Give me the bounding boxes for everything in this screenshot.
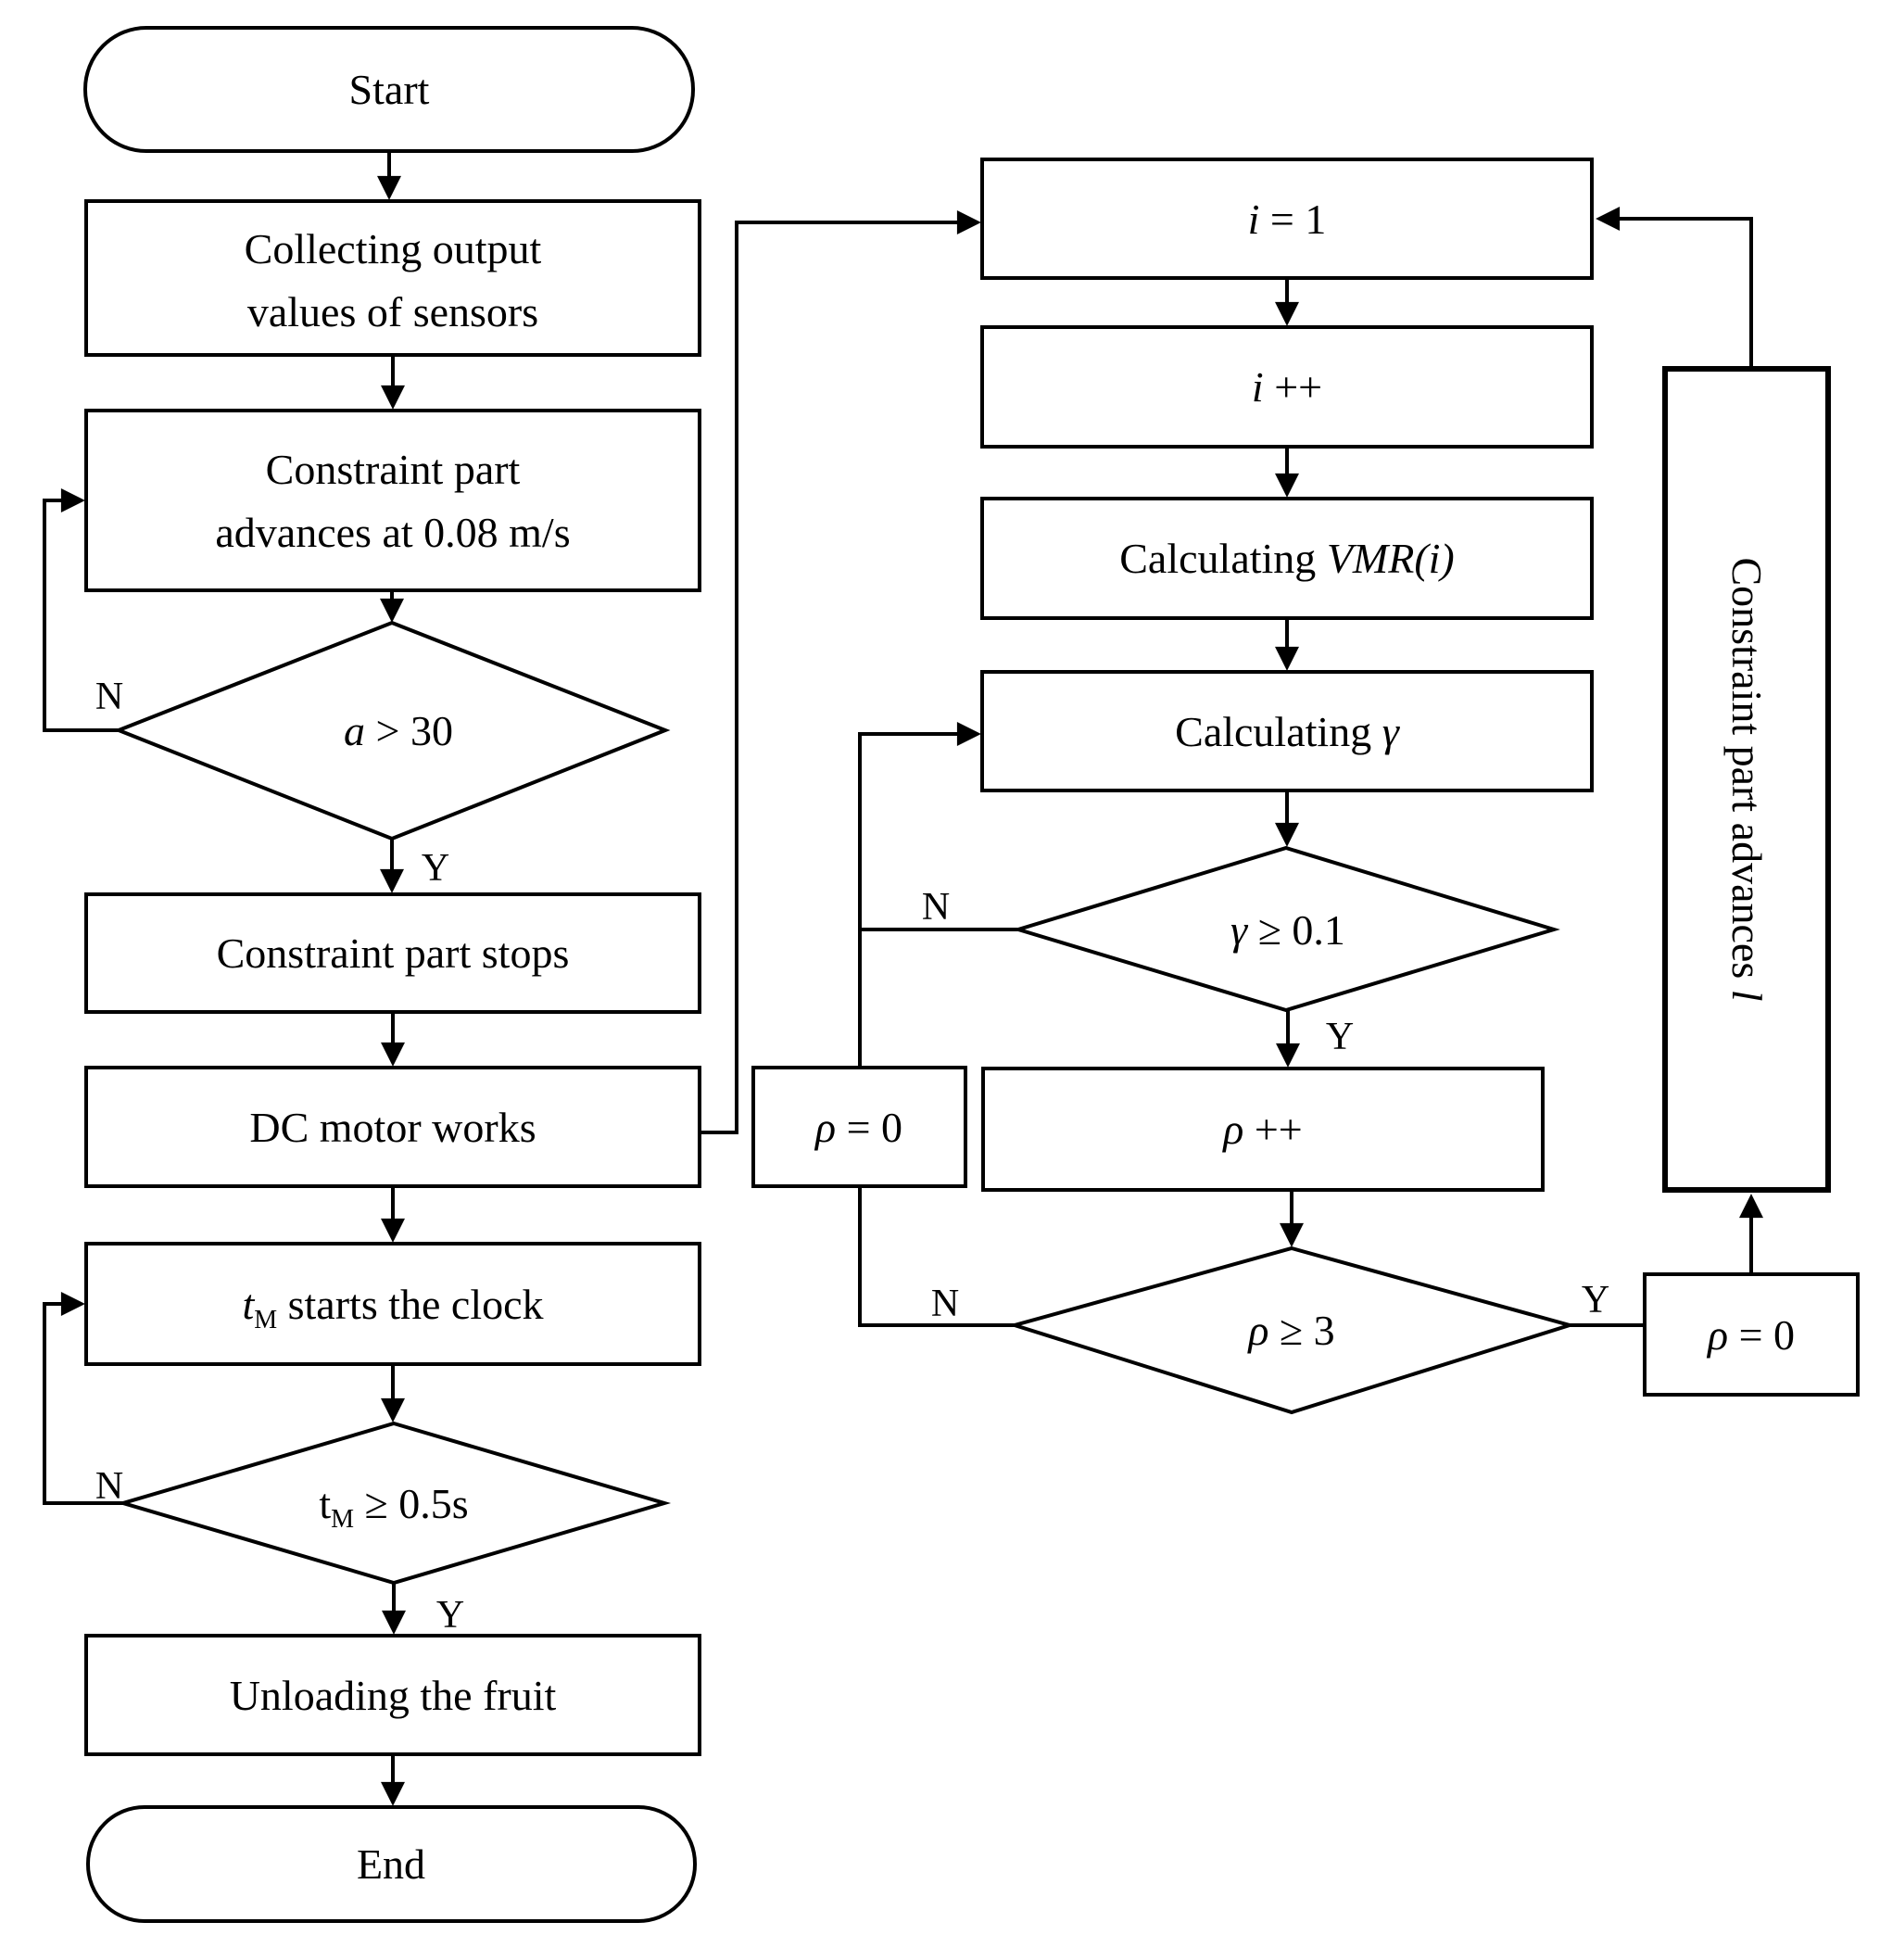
rho-zero-right-node: [1643, 1272, 1860, 1397]
calc-gamma-node: [980, 670, 1594, 792]
advances-node: [84, 409, 701, 592]
a-check-yes-label: Y: [422, 847, 449, 890]
branch-labels: N Y N Y N Y N Y: [95, 676, 1609, 1637]
unloading-node: [84, 1634, 701, 1756]
loop-rho-check-no-lower: [858, 1186, 1015, 1327]
end-label: End: [357, 1840, 425, 1888]
collecting-label-line1: Collecting output: [245, 225, 542, 272]
stops-label: Constraint part stops: [217, 929, 570, 977]
rho-check-yes-label: Y: [1582, 1279, 1609, 1321]
tm-check-no-label: N: [95, 1465, 123, 1508]
advances-label-line2: advances at 0.08 m/s: [215, 509, 570, 556]
start-label: Start: [349, 66, 430, 113]
gamma-check-diamond: [1012, 845, 1560, 1013]
gamma-check-no-label: N: [922, 886, 950, 929]
calc-vmr-node: [980, 497, 1594, 620]
wire-dc-to-i-init: [700, 210, 981, 1134]
loop-a-check-no: [43, 488, 119, 732]
tm-check-label: tM ≥ 0.5s: [319, 1480, 468, 1534]
a-check-no-label: N: [95, 676, 123, 718]
start-node: [83, 26, 695, 153]
tm-check-diamond: [116, 1421, 672, 1586]
tm-clock-label: tM starts the clock: [242, 1281, 543, 1334]
calc-gamma-label: Calculating γ: [1175, 708, 1401, 755]
rho-zero-left-node: [751, 1066, 967, 1188]
end-node: [86, 1805, 697, 1923]
calc-vmr-label: Calculating VMR(i): [1119, 535, 1455, 582]
i-inc-node: [980, 325, 1594, 449]
shapes: [83, 26, 1860, 1923]
advance-l-node: [1662, 366, 1831, 1193]
i-inc-label: i ++: [1252, 363, 1322, 411]
rho-zero-left-label: ρ = 0: [814, 1104, 902, 1151]
loop-no-to-calc-gamma: [858, 722, 981, 1068]
i-init-label: i = 1: [1248, 196, 1327, 243]
collecting-label-line2: values of sensors: [247, 288, 538, 335]
wire-advance-l-to-i-init: [1596, 207, 1753, 369]
gamma-check-yes-label: Y: [1326, 1016, 1354, 1058]
rho-inc-node: [981, 1067, 1545, 1192]
rho-check-no-label: N: [931, 1283, 959, 1325]
tm-clock-node: [84, 1242, 701, 1366]
tm-check-yes-label: Y: [436, 1594, 464, 1637]
collecting-node: [84, 199, 701, 357]
rho-zero-right-label: ρ = 0: [1706, 1311, 1795, 1359]
node-labels: Start Collecting output values of sensor…: [215, 66, 1795, 1888]
unloading-label: Unloading the fruit: [230, 1672, 557, 1719]
dc-motor-label: DC motor works: [249, 1104, 536, 1151]
a-check-diamond: [113, 620, 671, 841]
dc-motor-node: [84, 1066, 701, 1188]
advances-label-line1: Constraint part: [266, 446, 521, 493]
rho-check-diamond: [1007, 1246, 1577, 1415]
rho-inc-label: ρ ++: [1221, 1106, 1302, 1153]
i-init-node: [980, 158, 1594, 280]
advance-l-label: Constraint part advances l: [1723, 557, 1771, 1001]
connectors: [43, 151, 1763, 1806]
gamma-check-label: γ ≥ 0.1: [1230, 906, 1345, 954]
loop-tm-check-no: [43, 1292, 123, 1505]
rho-check-label: ρ ≥ 3: [1246, 1307, 1334, 1354]
a-check-label: a > 30: [344, 707, 453, 754]
stops-node: [84, 892, 701, 1014]
